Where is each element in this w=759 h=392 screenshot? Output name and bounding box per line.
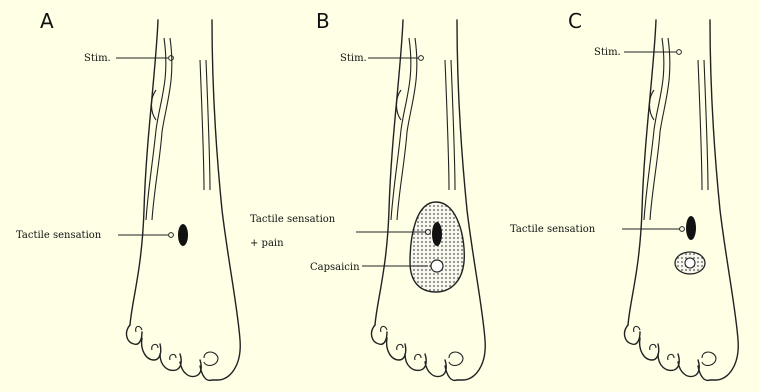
panel-b: B Stim. Tactile sensation + pain Capsaic… — [250, 9, 485, 380]
panel-c: C Stim. Tactile sensation — [510, 9, 738, 380]
panel-b-stim-label: Stim. — [340, 53, 367, 64]
panel-a-letter: A — [40, 9, 54, 33]
panel-b-stim-point — [419, 56, 424, 61]
panel-b-tactile-label-line2: + pain — [250, 238, 284, 249]
panel-a-stim-point — [169, 56, 174, 61]
panel-c-foot — [625, 20, 739, 380]
panel-c-tactile-spot — [686, 216, 696, 240]
panel-a: A Stim. Tactile sensation — [16, 9, 240, 380]
panel-b-tactile-spot — [432, 222, 442, 246]
panel-a-tactile-point — [169, 233, 174, 238]
panel-b-hyperalgesia-area — [410, 202, 464, 292]
panel-b-foot — [372, 20, 486, 380]
panel-b-capsaicin-site — [431, 260, 443, 272]
panel-c-stim-point — [677, 50, 682, 55]
panel-c-capsaicin-site — [685, 258, 695, 268]
panel-a-foot — [127, 20, 241, 380]
panel-b-letter: B — [316, 9, 330, 33]
panel-a-stim-label: Stim. — [84, 53, 111, 64]
panel-c-stim-label: Stim. — [594, 47, 621, 58]
panel-c-letter: C — [568, 9, 582, 33]
panel-c-tactile-label: Tactile sensation — [510, 224, 596, 235]
panel-b-tactile-label-line1: Tactile sensation — [250, 214, 336, 225]
panel-a-tactile-label: Tactile sensation — [16, 230, 102, 241]
panel-c-tactile-point — [680, 227, 685, 232]
panel-a-tactile-spot — [178, 224, 188, 246]
panel-b-capsaicin-label: Capsaicin — [310, 262, 360, 273]
